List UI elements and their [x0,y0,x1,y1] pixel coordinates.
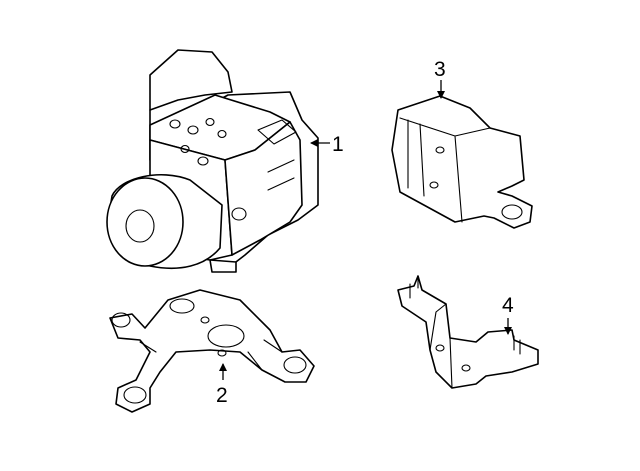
callout-4: 4 [502,294,514,317]
abs-modulator-assembly [106,49,319,273]
callout-3: 3 [434,58,446,81]
sensor-bracket [397,275,539,389]
callout-2: 2 [216,384,228,407]
yaw-rate-sensor [391,95,533,229]
callout-1: 1 [332,133,344,156]
mounting-bracket [109,289,315,413]
